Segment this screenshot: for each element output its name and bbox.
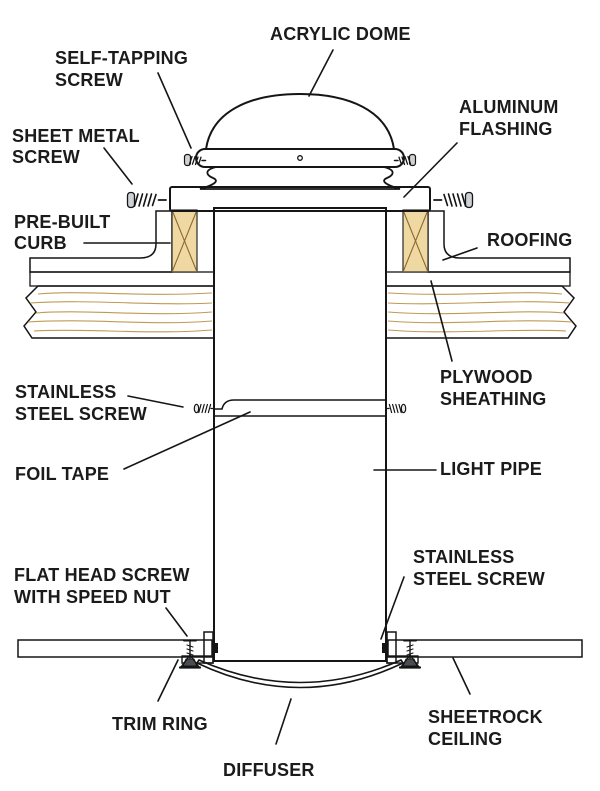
label-plywood-sheathing-2: SHEATHING <box>440 389 546 409</box>
label-stainless-lower-1: STAINLESS <box>413 547 514 567</box>
ceiling-assembly-left <box>17 631 218 669</box>
label-stainless-lower-2: STEEL SCREW <box>413 569 545 589</box>
diffuser <box>196 659 404 689</box>
wood-grain-lines <box>27 292 213 333</box>
leader-aluminum-flashing <box>403 142 458 198</box>
leader-plywood-sheathing <box>430 280 453 362</box>
label-aluminum-flashing-1: ALUMINUM <box>459 97 559 117</box>
ring-weep-hole <box>297 155 303 161</box>
label-plywood-sheathing-1: PLYWOOD <box>440 367 533 387</box>
label-stainless-upper-1: STAINLESS <box>15 382 116 402</box>
stainless-steel-screw-upper-right <box>385 403 407 414</box>
sheet-metal-screw-right <box>433 191 474 209</box>
label-sheet-metal-screw-2: SCREW <box>12 147 80 167</box>
leader-roofing <box>442 247 478 261</box>
leader-lines <box>83 49 478 745</box>
label-trim-ring: TRIM RING <box>112 714 208 734</box>
leader-flat-head-screw <box>165 607 188 637</box>
self-tapping-screw-right <box>393 153 417 167</box>
label-flat-head-screw-2: WITH SPEED NUT <box>14 587 171 607</box>
flat-head-screw-with-speed-nut <box>178 639 202 669</box>
sheet-metal-screw-left <box>126 191 167 209</box>
labels: ACRYLIC DOME SELF-TAPPING SCREW SHEET ME… <box>12 24 572 780</box>
flashing-collar <box>199 166 401 190</box>
acrylic-dome <box>204 92 396 150</box>
stainless-steel-screw-upper-left <box>193 403 215 414</box>
label-sheet-metal-screw-1: SHEET METAL <box>12 126 140 146</box>
light-pipe <box>213 207 387 662</box>
leader-stainless-upper <box>127 395 184 408</box>
leader-self-tapping-screw <box>157 72 192 149</box>
leader-diffuser <box>275 698 292 745</box>
label-flat-head-screw-1: FLAT HEAD SCREW <box>14 565 190 585</box>
leader-sheet-metal-screw <box>103 147 133 185</box>
aluminum-flashing-band <box>169 186 431 212</box>
trim-ring-gasket <box>213 643 218 653</box>
foil-tape-band <box>213 399 387 417</box>
label-stainless-upper-2: STEEL SCREW <box>15 404 147 424</box>
roof-structure-left <box>23 209 215 339</box>
label-pre-built-curb-2: CURB <box>14 233 67 253</box>
leader-foil-tape <box>123 411 251 470</box>
label-sheetrock-ceiling-1: SHEETROCK <box>428 707 543 727</box>
label-foil-tape: FOIL TAPE <box>15 464 109 484</box>
label-pre-built-curb-1: PRE-BUILT <box>14 212 110 232</box>
plywood-sheathing <box>29 271 215 287</box>
ceiling-assembly-right <box>380 630 584 669</box>
sheetrock-ceiling <box>17 639 213 658</box>
leader-sheetrock-ceiling <box>452 657 471 695</box>
roof-lumber <box>23 285 215 339</box>
label-acrylic-dome: ACRYLIC DOME <box>270 24 411 44</box>
self-tapping-screw-left <box>183 153 207 167</box>
label-self-tapping-screw-2: SCREW <box>55 70 123 90</box>
roofing-membrane <box>29 210 173 273</box>
label-sheetrock-ceiling-2: CEILING <box>428 729 502 749</box>
label-self-tapping-screw-1: SELF-TAPPING <box>55 48 188 68</box>
leader-trim-ring <box>157 659 179 702</box>
label-diffuser: DIFFUSER <box>223 760 315 780</box>
label-aluminum-flashing-2: FLASHING <box>459 119 553 139</box>
label-light-pipe: LIGHT PIPE <box>440 459 542 479</box>
leader-acrylic-dome <box>308 49 334 97</box>
label-roofing: ROOFING <box>487 230 572 250</box>
curb-x-brace <box>171 209 198 273</box>
leader-stainless-lower <box>380 576 405 640</box>
